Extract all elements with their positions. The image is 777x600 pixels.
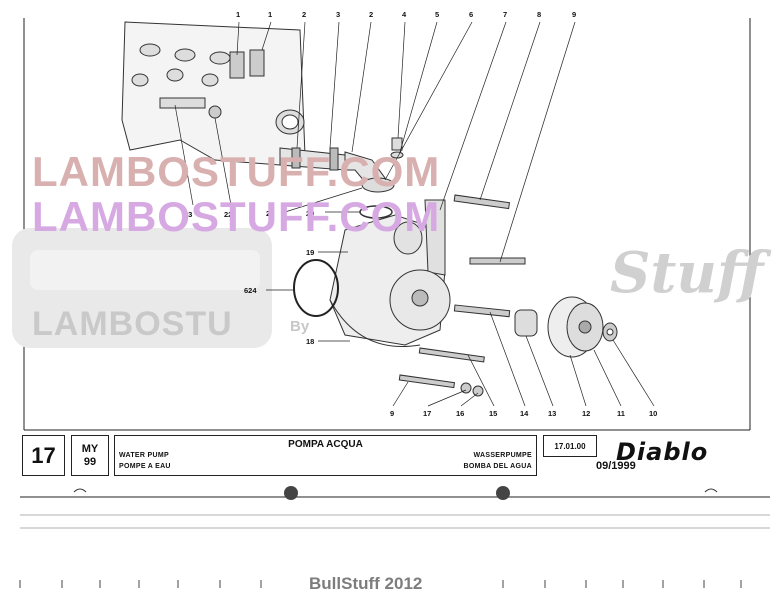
callout-top: 9 <box>572 10 576 19</box>
callout-top: 2 <box>302 10 306 19</box>
callout-top: 2 <box>369 10 373 19</box>
cylinder-head <box>121 21 306 166</box>
callout-bottom: 11 <box>617 409 625 418</box>
callout-top: 5 <box>435 10 439 19</box>
date-code: 17.01.00 <box>543 435 597 457</box>
callout-top: 4 <box>402 10 407 19</box>
callout-top: 6 <box>469 10 473 19</box>
callout-bottom: 10 <box>649 409 657 418</box>
title-german: WASSERPUMPE <box>473 452 532 459</box>
title-french: POMPE A EAU <box>119 463 171 470</box>
spacer-13 <box>514 309 538 337</box>
title-english: WATER PUMP <box>119 452 169 459</box>
model-label: MY <box>81 442 99 455</box>
callout-left: 624 <box>244 286 257 295</box>
watermark-text: LAMBOSTU <box>32 305 233 343</box>
bolt-and-washer <box>390 137 404 159</box>
title-italian: POMPA ACQUA <box>288 439 363 450</box>
binder-holes <box>73 486 718 500</box>
callout-left: 21 <box>266 209 274 218</box>
pulley-12 <box>547 296 604 358</box>
callout-top: 7 <box>503 10 507 19</box>
margin-ticks <box>19 580 742 588</box>
title-box: POMPA ACQUA WATER PUMP POMPE A EAU WASSE… <box>114 435 537 476</box>
water-pump-body <box>329 199 451 347</box>
page-number: 17 <box>22 435 65 476</box>
callout-bottom: 15 <box>489 409 497 418</box>
callout-numbers: 1 1 2 3 2 4 5 6 7 8 9 23 22 21 20 19 624… <box>184 10 657 418</box>
watermark-text: LAMBOSTUFF.COM <box>32 193 441 240</box>
studs <box>398 194 526 397</box>
title-spanish: BOMBA DEL AGUA <box>463 463 532 470</box>
model-year-value: 99 <box>83 455 97 468</box>
callout-bottom: 17 <box>423 409 431 418</box>
callout-top: 8 <box>537 10 541 19</box>
o-ring-624 <box>293 259 339 317</box>
watermark-text: By <box>290 318 310 335</box>
coolant-hose <box>279 147 395 193</box>
callout-top: 3 <box>336 10 340 19</box>
callout-left: 22 <box>224 210 232 219</box>
callout-bottom: 13 <box>548 409 556 418</box>
brand-logo: Diablo <box>616 438 709 466</box>
leader-lines <box>174 21 655 407</box>
callout-bottom: 12 <box>582 409 590 418</box>
watermark-text: LAMBOSTUFF.COM <box>32 148 441 195</box>
drawing-frame <box>20 18 770 529</box>
callout-top: 1 <box>268 10 272 19</box>
callout-left: 19 <box>306 248 314 257</box>
callout-bottom: 14 <box>520 409 529 418</box>
callout-left: 23 <box>184 210 192 219</box>
callout-top: 1 <box>236 10 240 19</box>
callout-bottom: 9 <box>390 409 394 418</box>
callout-left: 20 <box>306 209 314 218</box>
callout-left: 18 <box>306 337 314 346</box>
nut-10 <box>602 322 618 342</box>
footer-credit: BullStuff 2012 <box>309 574 423 593</box>
watermark-text: Stuff <box>610 240 764 306</box>
callout-bottom: 16 <box>456 409 464 418</box>
car-silhouette-watermark <box>12 228 272 348</box>
edition-date: 09/1999 <box>596 460 636 472</box>
model-year: MY 99 <box>71 435 109 476</box>
